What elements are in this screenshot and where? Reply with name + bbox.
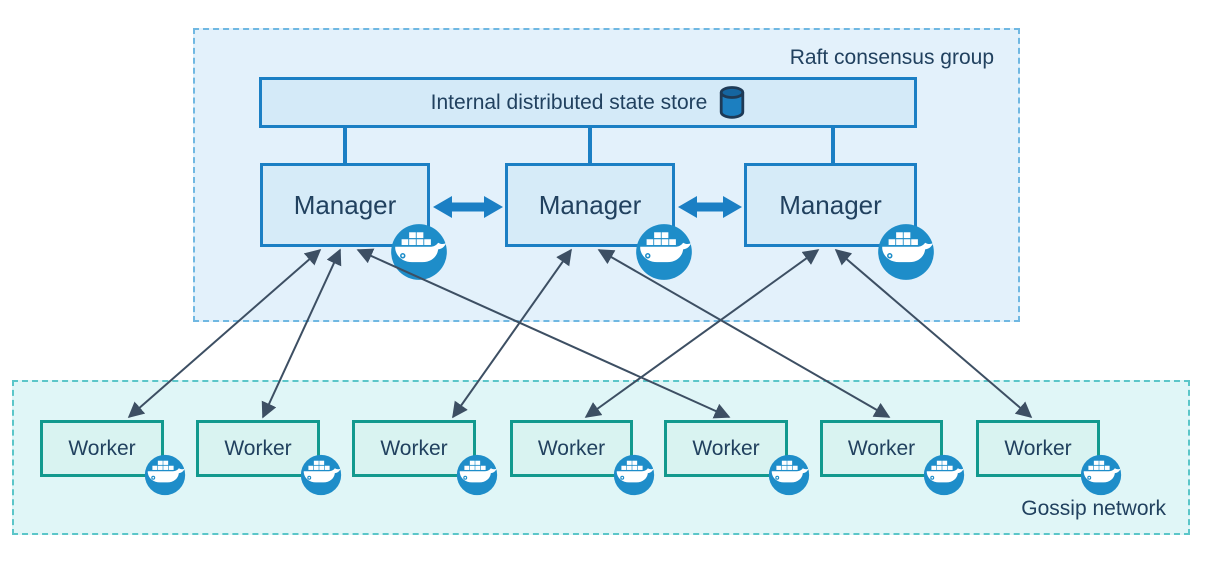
state-store-box: Internal distributed state store — [259, 77, 917, 128]
docker-icon — [1080, 454, 1122, 496]
gossip-network-label: Gossip network — [1021, 497, 1166, 520]
manager-node-1: Manager — [260, 163, 430, 247]
worker-node-7: Worker — [976, 420, 1100, 477]
docker-icon — [300, 454, 342, 496]
worker-5-label: Worker — [692, 436, 760, 460]
state-store-label: Internal distributed state store — [430, 90, 708, 114]
docker-icon — [923, 454, 965, 496]
manager-1-label: Manager — [293, 189, 397, 220]
docker-icon — [768, 454, 810, 496]
manager-node-3: Manager — [744, 163, 917, 247]
docker-icon — [456, 454, 498, 496]
store-link-manager-1 — [343, 127, 347, 165]
worker-node-6: Worker — [820, 420, 943, 477]
docker-icon — [144, 454, 186, 496]
worker-4-label: Worker — [537, 436, 606, 460]
worker-3-label: Worker — [380, 436, 448, 460]
worker-node-1: Worker — [40, 420, 164, 477]
worker-7-label: Worker — [1004, 436, 1072, 460]
worker-node-5: Worker — [664, 420, 788, 477]
store-link-manager-3 — [831, 127, 835, 165]
manager-3-label: Manager — [779, 189, 882, 220]
worker-1-label: Worker — [68, 436, 136, 460]
docker-icon — [390, 223, 448, 281]
worker-2-label: Worker — [224, 436, 292, 460]
docker-icon — [613, 454, 655, 496]
manager-2-label: Manager — [538, 189, 642, 220]
manager-node-2: Manager — [505, 163, 675, 247]
docker-icon — [877, 223, 935, 281]
docker-icon — [635, 223, 693, 281]
worker-node-2: Worker — [196, 420, 320, 477]
store-link-manager-2 — [588, 127, 592, 165]
database-icon — [719, 86, 745, 119]
raft-consensus-group-label: Raft consensus group — [789, 46, 994, 69]
worker-node-4: Worker — [510, 420, 633, 477]
worker-node-3: Worker — [352, 420, 476, 477]
worker-6-label: Worker — [847, 436, 916, 460]
